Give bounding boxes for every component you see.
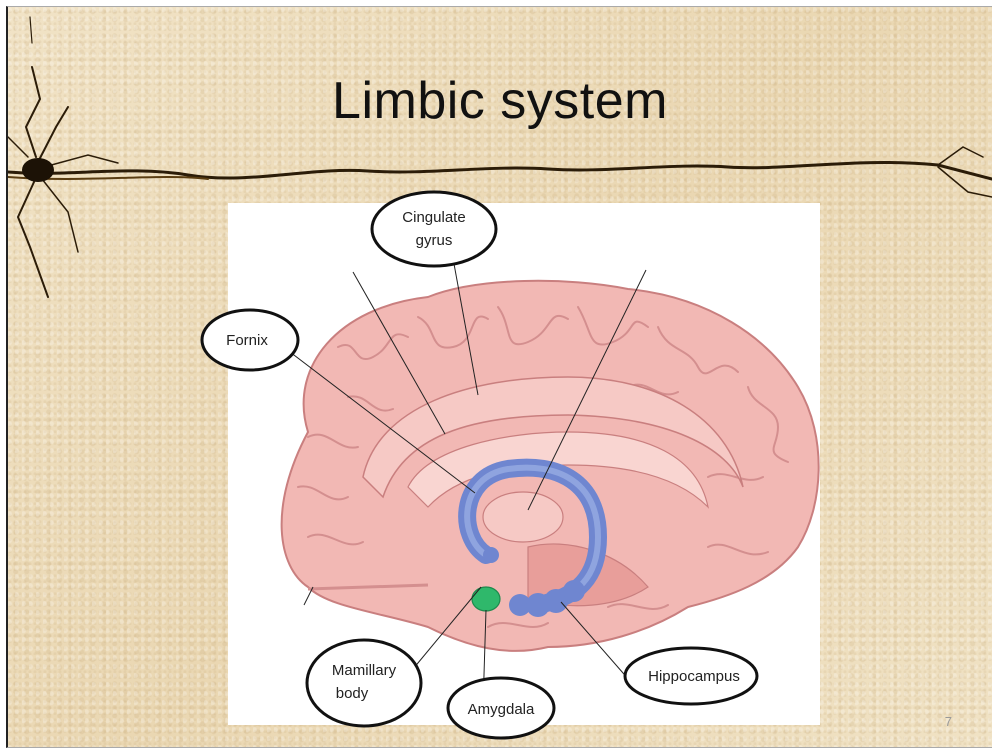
hippocampus-label: Hippocampus [648,668,740,685]
cingulate-label-line2: gyrus [416,232,453,249]
amygdala-structure [472,587,500,611]
amygdala-label: Amygdala [468,701,535,718]
fornix-label: Fornix [226,332,268,349]
slide-title: Limbic system [8,71,992,131]
mamillary-body-callout [307,640,421,726]
cingulate-gyrus-callout [372,192,496,266]
page-number: 7 [945,714,952,729]
slide: Cingulate gyrus Fornix Mamillary body Am… [6,6,992,748]
cingulate-label-line1: Cingulate [402,209,465,226]
mamillary-label-line1: Mamillary [332,662,397,679]
mamillary-label-line2: body [336,685,369,702]
